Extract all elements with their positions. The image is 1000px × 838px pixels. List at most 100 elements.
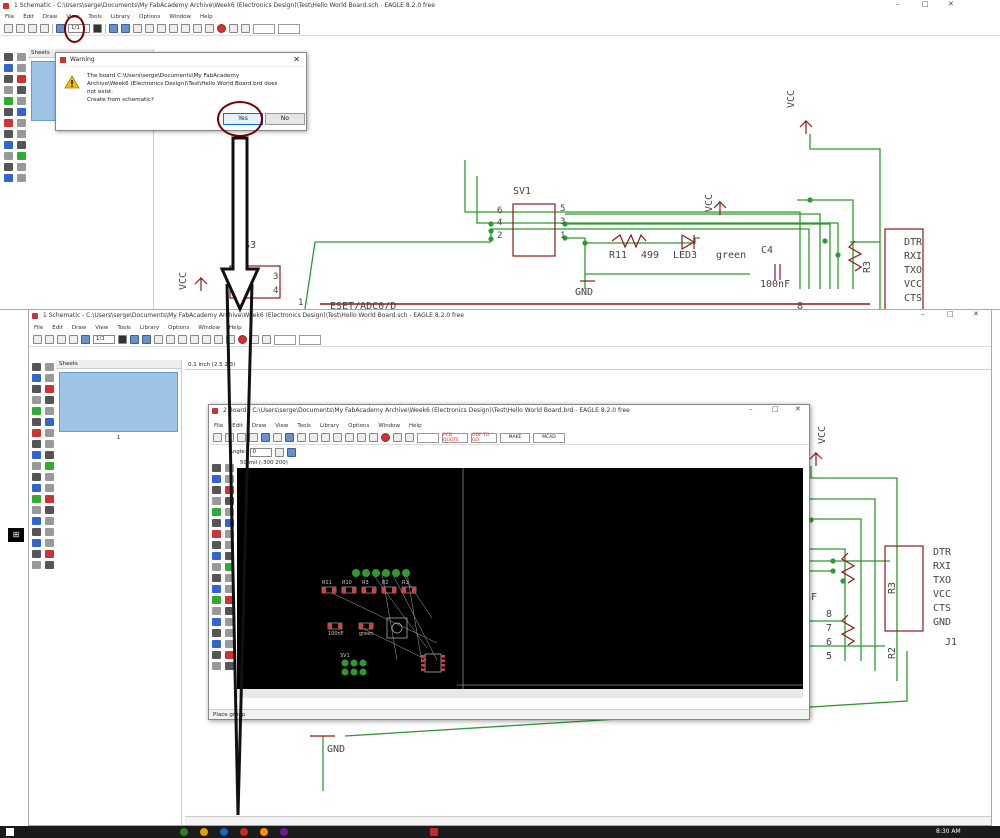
menu-library[interactable]: Library [139,324,160,331]
tool-icon[interactable] [212,541,221,549]
script-icon[interactable] [93,24,102,33]
tool-icon[interactable] [4,152,13,160]
taskbar-app-icon[interactable] [260,828,268,836]
design-link-button[interactable] [274,334,296,345]
tool-icon[interactable] [32,517,41,525]
tool-icon[interactable] [32,407,41,415]
tool-icon[interactable] [4,53,13,61]
tool-icon[interactable] [17,163,26,171]
save-icon[interactable] [45,335,54,344]
zoom-select-icon[interactable] [333,433,342,442]
redo-icon[interactable] [369,433,378,442]
tool-icon[interactable] [225,574,234,582]
menu-edit[interactable]: Edit [23,13,34,20]
script-icon[interactable] [118,335,127,344]
taskbar-app-icon[interactable] [220,828,228,836]
print-icon[interactable] [28,24,37,33]
ulp-icon[interactable] [130,335,139,344]
tool-icon[interactable] [17,174,26,182]
tool-icon[interactable] [32,473,41,481]
minimize-button[interactable]: – [896,0,900,8]
tool-icon[interactable] [4,163,13,171]
taskbar-app-icon[interactable] [180,828,188,836]
tool-icon[interactable] [225,618,234,626]
menu-options[interactable]: Options [168,324,190,331]
tool-icon[interactable] [45,374,54,382]
tool-icon[interactable] [32,462,41,470]
zoom-out-icon[interactable] [321,433,330,442]
tool-icon[interactable] [17,119,26,127]
schematic-canvas[interactable] [155,49,1000,310]
zoom-out-icon[interactable] [157,24,166,33]
tool-icon[interactable] [17,53,26,61]
run-icon[interactable] [121,24,130,33]
tool-icon[interactable] [45,462,54,470]
tool-icon[interactable] [17,64,26,72]
zoom-fit-icon[interactable] [133,24,142,33]
menu-tools[interactable]: Tools [88,13,102,20]
tool-icon[interactable] [45,517,54,525]
menu-view[interactable]: View [275,422,289,429]
zoom-out-icon[interactable] [178,335,187,344]
stop-icon[interactable] [217,24,226,33]
menu-draw[interactable]: Draw [42,13,58,20]
horizontal-scrollbar[interactable] [237,689,803,698]
tool-icon[interactable] [45,473,54,481]
tool-icon[interactable] [212,629,221,637]
zoom-in-icon[interactable] [309,433,318,442]
tool-icon[interactable] [212,596,221,604]
tool-icon[interactable] [32,550,41,558]
tool-icon[interactable] [45,363,54,371]
tool-icon[interactable] [212,651,221,659]
tool-icon[interactable] [212,585,221,593]
tool-icon[interactable] [212,497,221,505]
menu-window[interactable]: Window [198,324,221,331]
tool-icon[interactable] [32,528,41,536]
menu-tools[interactable]: Tools [297,422,311,429]
tool-icon[interactable] [225,563,234,571]
redraw-icon[interactable] [181,24,190,33]
open-icon[interactable] [33,335,42,344]
script-icon[interactable] [273,433,282,442]
tool-icon[interactable] [45,528,54,536]
menu-window[interactable]: Window [378,422,401,429]
tool-icon[interactable] [32,429,41,437]
menu-edit[interactable]: Edit [232,422,243,429]
tool-icon[interactable] [225,607,234,615]
design-link-button[interactable] [253,23,275,34]
tool-icon[interactable] [4,108,13,116]
menu-tools[interactable]: Tools [117,324,131,331]
tool-icon[interactable] [4,174,13,182]
eagle-taskbar-icon[interactable] [430,828,438,836]
menu-window[interactable]: Window [169,13,192,20]
tool-icon[interactable] [212,662,221,670]
tool-icon[interactable] [17,130,26,138]
tool-icon[interactable] [17,97,26,105]
menu-help[interactable]: Help [229,324,242,331]
menu-library[interactable]: Library [319,422,340,429]
tool-icon[interactable] [45,396,54,404]
tool-icon[interactable] [212,552,221,560]
help-icon[interactable] [405,433,414,442]
design-link-button[interactable] [417,432,439,443]
close-window-button[interactable]: ✕ [795,405,801,413]
menu-library[interactable]: Library [110,13,131,20]
tool-icon[interactable] [32,539,41,547]
schematic-switch-icon[interactable] [261,433,270,442]
menu-view[interactable]: View [95,324,109,331]
ulp-icon[interactable] [109,24,118,33]
ulp-icon[interactable] [285,433,294,442]
schematic-canvas[interactable] [185,371,992,816]
open-icon[interactable] [4,24,13,33]
tool-icon[interactable] [17,75,26,83]
tool-icon[interactable] [212,563,221,571]
tool-icon[interactable] [17,152,26,160]
maximize-button[interactable]: □ [922,0,929,8]
pcb-quote-button[interactable]: PCB QUOTE [442,432,468,443]
tool-icon[interactable] [225,541,234,549]
cam-icon[interactable] [40,24,49,33]
menu-file[interactable]: File [214,422,224,429]
tool-icon[interactable] [225,651,234,659]
zoom-in-icon[interactable] [145,24,154,33]
